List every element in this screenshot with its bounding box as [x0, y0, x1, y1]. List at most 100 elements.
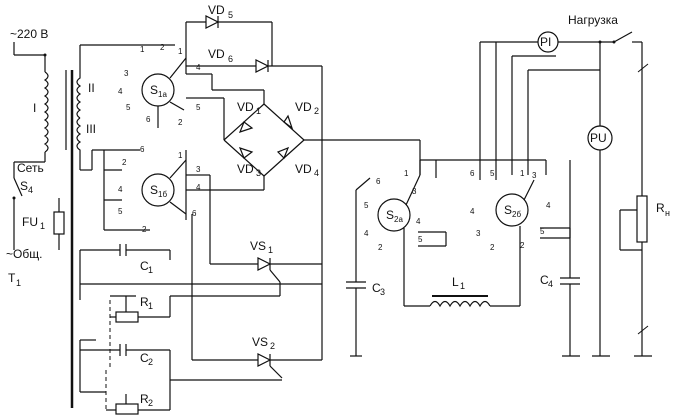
svg-text:VD: VD — [208, 3, 225, 17]
svg-text:1: 1 — [178, 47, 183, 56]
svg-text:5: 5 — [540, 227, 545, 236]
svg-text:R: R — [140, 295, 149, 309]
svg-text:S: S — [150, 183, 158, 197]
svg-text:3: 3 — [532, 171, 537, 180]
svg-text:VD: VD — [295, 100, 312, 114]
svg-text:5: 5 — [490, 169, 495, 178]
svg-text:VD: VD — [295, 162, 312, 176]
svg-text:6: 6 — [192, 209, 197, 218]
svg-text:VS: VS — [250, 239, 266, 253]
svg-text:5: 5 — [228, 10, 233, 20]
output-section: PI PU Нагрузка R н — [419, 13, 670, 357]
svg-text:1: 1 — [268, 245, 273, 255]
svg-text:1: 1 — [16, 278, 21, 288]
inductor-l1: L 1 — [429, 275, 520, 308]
svg-text:VD: VD — [237, 162, 254, 176]
svg-text:4: 4 — [470, 207, 475, 216]
svg-text:3: 3 — [124, 69, 129, 78]
svg-text:VS: VS — [252, 335, 268, 349]
svg-text:2: 2 — [378, 243, 383, 252]
svg-text:2: 2 — [122, 158, 127, 167]
svg-text:2: 2 — [160, 43, 165, 52]
svg-text:2: 2 — [148, 357, 153, 367]
svg-text:1: 1 — [256, 106, 261, 116]
rload-label: R — [656, 201, 665, 215]
capacitor-c4: C 4 — [540, 160, 580, 357]
voltmeter-label: PU — [590, 131, 607, 145]
svg-text:3: 3 — [476, 229, 481, 238]
diodes-vd5-vd6: VD 5 VD 6 — [186, 3, 323, 360]
svg-text:1: 1 — [140, 45, 145, 54]
common-label: ~Общ. — [6, 247, 42, 261]
svg-text:2: 2 — [490, 243, 495, 252]
svg-text:R: R — [140, 392, 149, 406]
svg-text:6: 6 — [376, 177, 381, 186]
secondary-windings: II III — [76, 44, 175, 171]
svg-text:1: 1 — [178, 151, 183, 160]
mains-input: ~220 В I Сеть S 4 FU 1 ~Общ. T 1 — [6, 27, 74, 408]
svg-text:5: 5 — [196, 103, 201, 112]
svg-text:4: 4 — [118, 87, 123, 96]
svg-text:1: 1 — [148, 301, 153, 311]
svg-text:3: 3 — [380, 287, 385, 297]
svg-text:1: 1 — [404, 169, 409, 178]
fuse-label: FU — [22, 215, 38, 229]
svg-text:C: C — [372, 281, 381, 295]
diode-bridge: VD 1 VD 2 VD 3 VD 4 — [200, 73, 421, 191]
svg-text:C: C — [140, 351, 149, 365]
thyristors: VS 1 VS 2 — [191, 174, 322, 379]
switch-s2b: S 2б 6 5 4 3 2 1 3 4 5 2 — [470, 169, 571, 306]
svg-text:L: L — [452, 275, 459, 289]
svg-text:4: 4 — [546, 201, 551, 210]
svg-text:1: 1 — [148, 265, 153, 275]
svg-text:6: 6 — [146, 115, 151, 124]
svg-text:C: C — [540, 273, 549, 287]
control-network-2: C 2 R 2 — [79, 339, 282, 415]
svg-text:4: 4 — [196, 183, 201, 192]
svg-text:4: 4 — [548, 279, 553, 289]
svg-text:н: н — [665, 208, 670, 218]
svg-text:S: S — [386, 208, 394, 222]
control-network-1: C 1 R 1 — [79, 244, 322, 370]
winding-I-label: I — [33, 101, 36, 115]
svg-text:5: 5 — [418, 235, 423, 244]
svg-text:2: 2 — [148, 398, 153, 408]
switch-s1b: S 1б 6 2 4 5 2 1 3 4 6 — [103, 145, 210, 234]
transformer-label: T — [8, 271, 16, 285]
load-label: Нагрузка — [568, 13, 618, 27]
svg-text:4: 4 — [28, 185, 33, 195]
svg-text:5: 5 — [126, 103, 131, 112]
svg-text:4: 4 — [314, 168, 319, 178]
svg-text:1: 1 — [520, 169, 525, 178]
svg-text:S: S — [150, 83, 158, 97]
svg-text:1а: 1а — [158, 90, 167, 99]
svg-text:VD: VD — [237, 100, 254, 114]
svg-text:1б: 1б — [158, 190, 167, 199]
winding-II-label: II — [88, 81, 95, 95]
svg-text:5: 5 — [118, 207, 123, 216]
svg-text:6: 6 — [228, 54, 233, 64]
svg-text:5: 5 — [364, 201, 369, 210]
svg-text:2: 2 — [270, 341, 275, 351]
svg-text:3: 3 — [256, 168, 261, 178]
switch-s1a: S 1а 1 2 3 4 5 6 1 4 5 2 — [118, 22, 201, 128]
svg-text:2: 2 — [142, 225, 147, 234]
svg-text:3: 3 — [412, 187, 417, 196]
svg-text:4: 4 — [416, 217, 421, 226]
svg-text:2: 2 — [314, 106, 319, 116]
svg-text:6: 6 — [140, 145, 145, 154]
svg-text:2: 2 — [520, 241, 525, 250]
svg-text:2а: 2а — [394, 215, 403, 224]
svg-text:4: 4 — [196, 63, 201, 72]
svg-text:VD: VD — [208, 47, 225, 61]
svg-text:4: 4 — [118, 185, 123, 194]
svg-text:2б: 2б — [512, 210, 521, 219]
svg-text:1: 1 — [40, 221, 45, 231]
switch-ref: S — [20, 179, 28, 193]
winding-III-label: III — [86, 122, 96, 136]
svg-text:C: C — [140, 259, 149, 273]
switch-s2a: S 2а 6 5 4 2 1 3 4 5 — [364, 169, 447, 307]
svg-text:3: 3 — [196, 165, 201, 174]
svg-text:2: 2 — [178, 118, 183, 127]
